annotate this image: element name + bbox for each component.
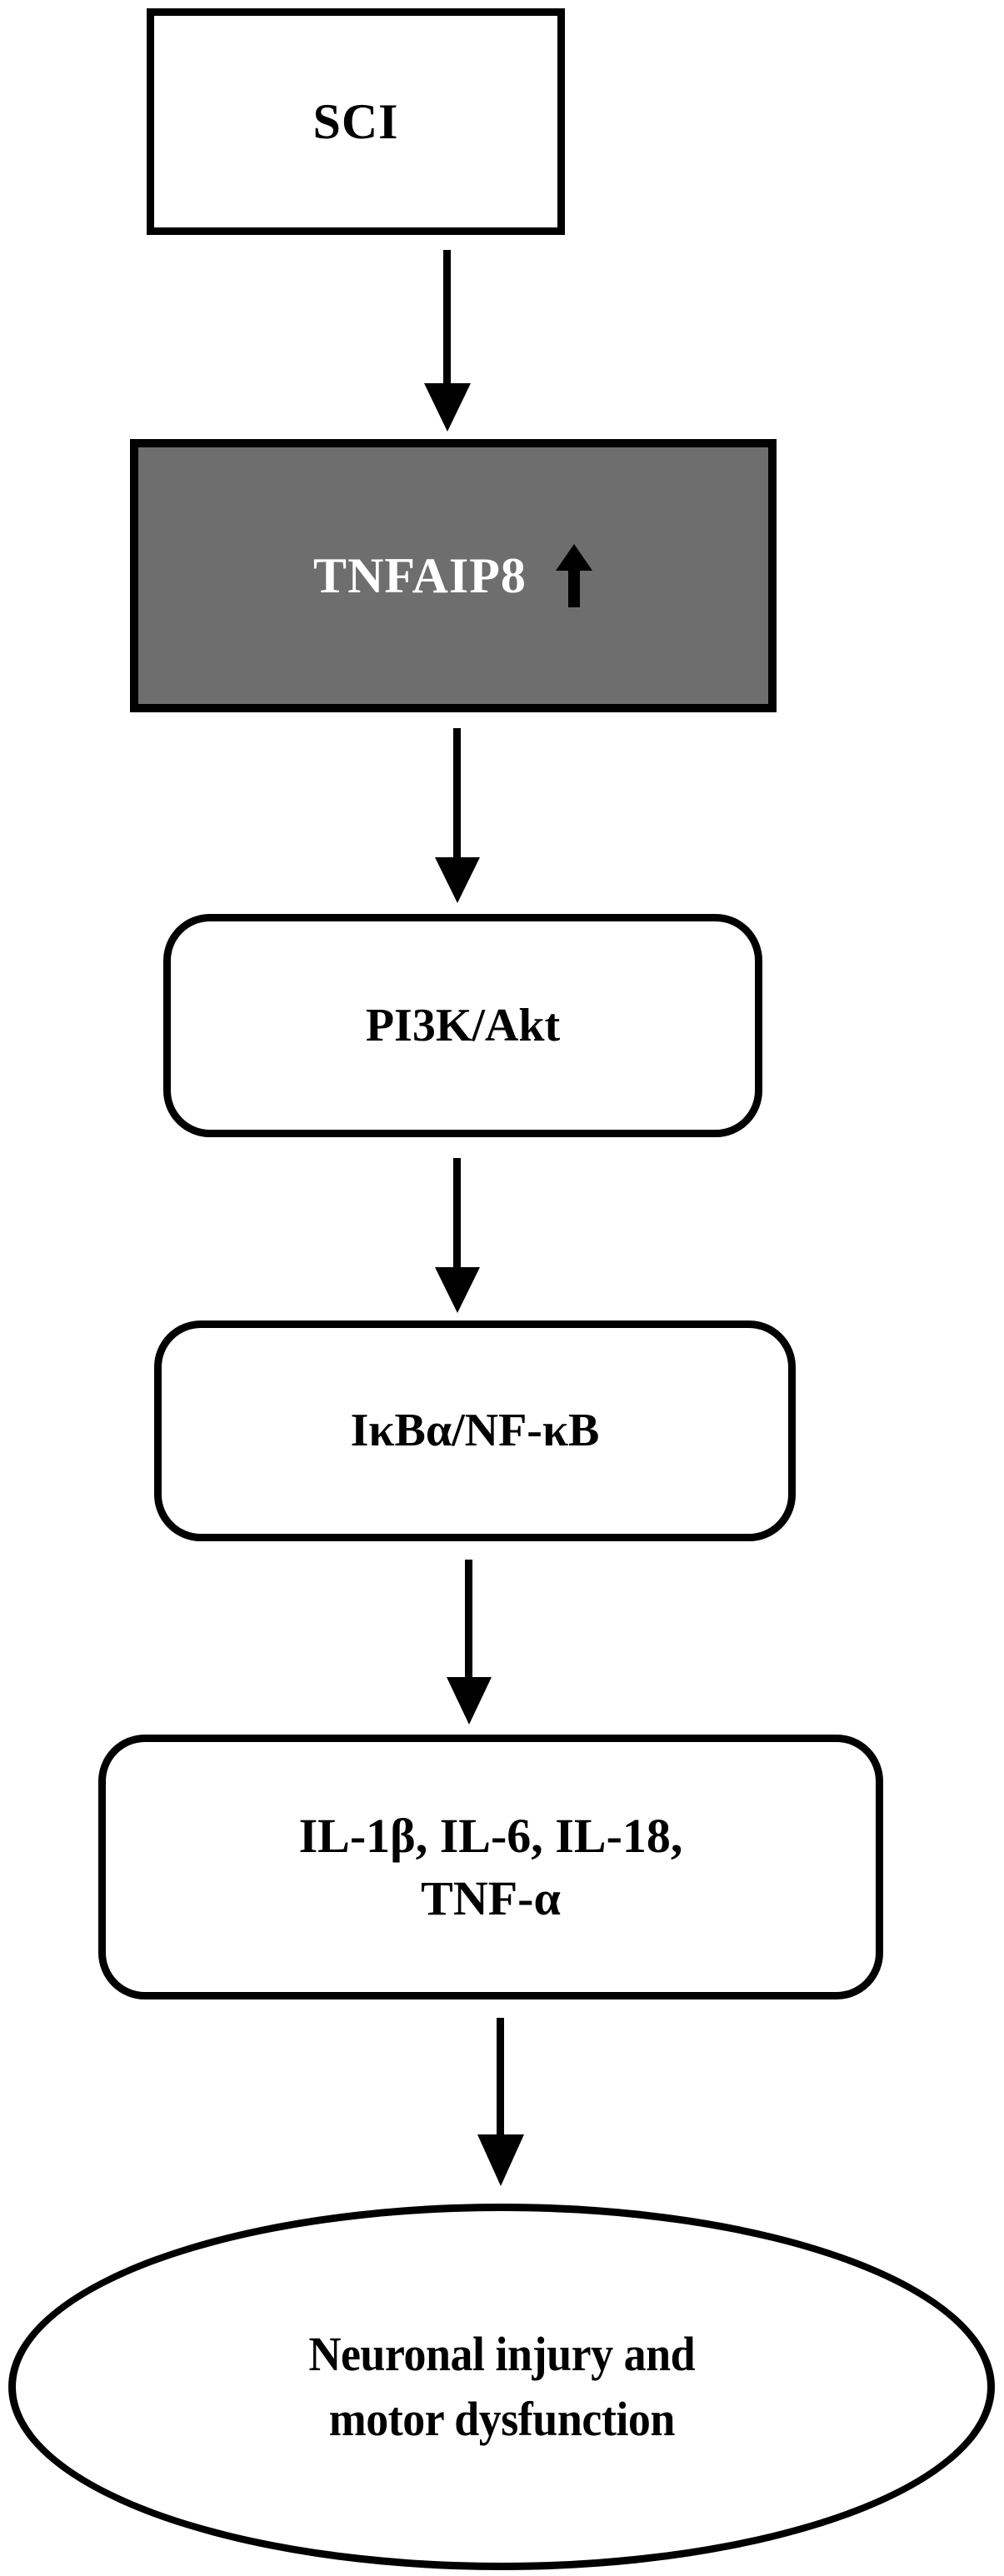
arrow-down-icon [435,1158,480,1313]
node-cytokines-label: IL-1β, IL-6, IL-18, TNF-α [299,1805,683,1930]
node-outcome-label-line1: Neuronal injury and [308,2326,695,2381]
node-outcome-label: Neuronal injury and motor dysfunction [308,2322,695,2453]
up-arrow-icon [555,544,593,607]
node-ikba-nfkb: IκBα/NF-κB [154,1320,796,1541]
edge-sci-to-tnfaip8 [421,250,474,433]
arrow-down-icon [447,1560,492,1725]
node-cytokines-label-line2: TNF-α [421,1871,561,1925]
node-pi3k-akt: PI3K/Akt [163,914,762,1137]
arrow-down-icon [435,728,480,903]
edge-pi3k-to-ikba [431,1158,484,1315]
node-outcome-label-line2: motor dysfunction [328,2392,675,2446]
node-sci-label: SCI [312,93,399,149]
node-outcome: Neuronal injury and motor dysfunction [8,2204,995,2570]
arrow-down-icon [477,2018,524,2186]
node-sci: SCI [147,8,565,235]
edge-ikba-to-cytokines [442,1560,496,1726]
edge-tnfaip8-to-pi3k [431,728,484,905]
node-cytokines: IL-1β, IL-6, IL-18, TNF-α [98,1735,883,1999]
node-pi3k-akt-label: PI3K/Akt [365,999,561,1051]
node-ikba-nfkb-label: IκBα/NF-κB [350,1405,600,1457]
arrow-down-icon [424,250,471,432]
edge-cytokines-to-outcome [474,2018,527,2188]
node-tnfaip8-label: TNFAIP8 [313,547,527,603]
up-arrow-glyph [555,544,592,607]
node-tnfaip8: TNFAIP8 [130,439,777,712]
node-cytokines-label-line1: IL-1β, IL-6, IL-18, [298,1808,683,1863]
